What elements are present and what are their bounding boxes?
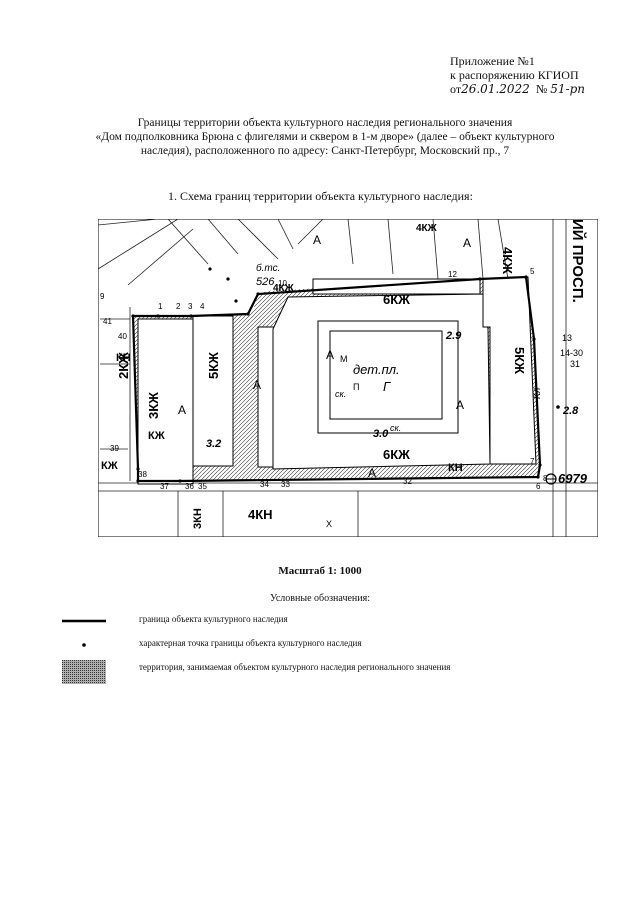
label-g: Г xyxy=(383,379,391,394)
address-labels: 13 14-30 31 Кл xyxy=(532,333,583,399)
mark-a-4: А xyxy=(456,398,464,412)
hatched-area-icon xyxy=(62,660,106,684)
mark-a-2: А xyxy=(178,403,186,417)
point-33: 33 xyxy=(281,480,290,489)
legend-label-boundary-point: характерная точка границы объекта культу… xyxy=(139,638,362,648)
label-kn: КН xyxy=(116,352,131,364)
elevation-32: 3.2 xyxy=(206,438,221,450)
appendix-number-prefix: № xyxy=(535,82,548,96)
map-scale: Масштаб 1: 1000 xyxy=(278,565,362,577)
section-heading: 1. Схема границ территории объекта культ… xyxy=(168,189,473,203)
point-2: 2 xyxy=(176,302,181,311)
legend-label-boundary-line: граница объекта культурного наследия xyxy=(139,614,288,624)
point-9: 9 xyxy=(100,292,105,301)
label-4kzh-top: 4КЖ xyxy=(416,223,438,234)
elevation-29: 2.9 xyxy=(445,330,462,342)
point-34: 34 xyxy=(260,480,269,489)
street-name: ИЙ ПРОСП. xyxy=(569,219,587,303)
label-sk-1: ск. xyxy=(335,389,346,399)
point-36: 36 xyxy=(185,482,194,491)
boundary-points xyxy=(131,267,560,483)
address-14-30: 14-30 xyxy=(560,348,583,358)
elevation-30: 3.0 xyxy=(373,428,389,440)
point-40: 40 xyxy=(118,332,127,341)
mark-a-5: А xyxy=(463,236,471,250)
mark-a-7: А xyxy=(313,233,321,247)
appendix-block: Приложение №1 к распоряжению КГИОП от26.… xyxy=(450,54,600,96)
mark-m: М xyxy=(340,354,348,364)
mark-a-6: А xyxy=(368,466,376,480)
label-4kzh-small: 4КЖ xyxy=(273,283,295,294)
label-526: 526 xyxy=(256,276,275,288)
point-5: 5 xyxy=(530,267,535,276)
point-4: 4 xyxy=(200,302,205,311)
point-10: 10 xyxy=(278,279,287,288)
label-6kzh-bottom: 6КЖ xyxy=(383,447,410,462)
label-5kzh-right: 5КЖ xyxy=(512,347,527,374)
title-line-2: «Дом подполковника Брюна с флигелями и с… xyxy=(95,131,555,143)
point-12: 12 xyxy=(448,270,457,279)
label-2kzh: 2КЖ xyxy=(116,352,131,379)
legend-title: Условные обозначения: xyxy=(269,593,370,604)
title-line-1: Границы территории объекта культурного н… xyxy=(137,117,513,129)
point-1: 1 xyxy=(158,302,163,311)
mark-a-3: А xyxy=(326,348,334,362)
point-35: 35 xyxy=(198,482,207,491)
appendix-date: 26.01.2022 xyxy=(461,82,530,96)
appendix-line-3: от26.01.2022 № 51-рп xyxy=(450,82,600,96)
label-kl: Кл xyxy=(532,387,543,399)
legend-label-hatched-area: территория, занимаемая объектом культурн… xyxy=(139,662,451,672)
benchmark-6979: 6979 xyxy=(545,471,588,486)
address-13: 13 xyxy=(562,333,572,343)
elevation-marks: 2.9 3.0 3.2 2.8 xyxy=(206,330,579,450)
label-playground: дет.пл. xyxy=(353,362,400,377)
small-markers: М П Х xyxy=(326,354,359,529)
building-labels: 6КЖ 6КЖ 5КЖ 5КЖ 4КЖ 4КЖ 2КЖ 3КЖ КЖ КН 4К… xyxy=(101,223,527,529)
point-7: 7 xyxy=(530,457,535,466)
appendix-line-1: Приложение №1 xyxy=(450,54,535,68)
label-kzh-small: КЖ xyxy=(148,430,165,442)
point-32: 32 xyxy=(403,477,412,486)
appendix-date-prefix: от xyxy=(450,82,462,96)
label-3kzh: 3КЖ xyxy=(146,392,161,419)
appendix-number: 51-рп xyxy=(550,82,585,96)
courtyard-labels: дет.пл. Г ск. ск. б.тс. 526 xyxy=(256,262,401,433)
label-kzh: КЖ xyxy=(101,460,118,472)
document-title: Границы территории объекта культурного н… xyxy=(60,116,590,158)
label-4kzh-right: 4КЖ xyxy=(500,247,515,274)
elevation-28: 2.8 xyxy=(562,405,579,417)
boundary-point-icon xyxy=(82,643,86,647)
mark-p: П xyxy=(353,382,359,392)
mark-a-1: А xyxy=(253,378,261,392)
point-41: 41 xyxy=(103,317,112,326)
mark-x: Х xyxy=(326,519,332,529)
address-31: 31 xyxy=(570,359,580,369)
point-38: 38 xyxy=(138,470,147,479)
label-kn-bottom: КН xyxy=(448,462,463,474)
label-sk-2: ск. xyxy=(390,423,401,433)
title-line-3: наследия), расположенного по адресу: Сан… xyxy=(140,145,510,157)
label-4kn: 4КН xyxy=(248,507,273,522)
a-marks: А А А А А А А xyxy=(178,233,471,480)
boundary-line-icon xyxy=(62,619,106,623)
point-39: 39 xyxy=(110,444,119,453)
point-6: 6 xyxy=(536,482,541,491)
label-bts: б.тс. xyxy=(256,262,280,274)
boundary-map: 6КЖ 6КЖ 5КЖ 5КЖ 4КЖ 4КЖ 2КЖ 3КЖ КЖ КН 4К… xyxy=(98,219,598,537)
label-6kzh-top: 6КЖ xyxy=(383,292,410,307)
point-37: 37 xyxy=(160,482,169,491)
label-6979: 6979 xyxy=(558,471,588,486)
label-5kzh-left: 5КЖ xyxy=(206,352,221,379)
label-3kn: 3КН xyxy=(192,508,204,529)
appendix-line-2: к распоряжению КГИОП xyxy=(450,68,579,82)
inner-courtyard xyxy=(329,330,443,420)
point-3: 3 xyxy=(188,302,193,311)
